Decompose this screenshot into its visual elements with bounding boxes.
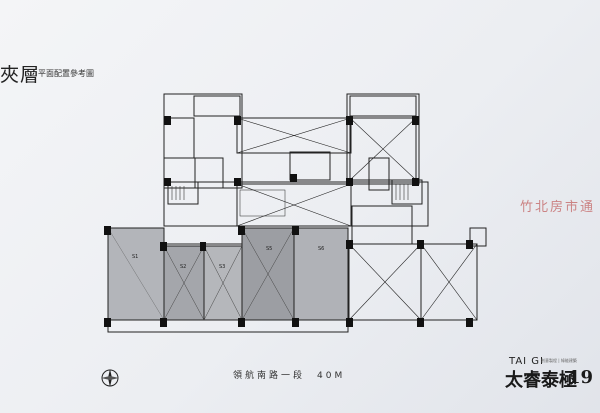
- right-stairwell: [391, 179, 423, 205]
- unit-label-s6: S6: [318, 246, 324, 252]
- right-tower-block: [346, 93, 420, 185]
- unit-label-s1: S1: [132, 254, 138, 260]
- center-upper-block: [236, 117, 352, 154]
- brand-tagline: 創意製程 | 綠能建築: [541, 358, 577, 363]
- page-subtitle: 平面配置參考圖: [38, 69, 94, 78]
- left-stairwell: [167, 181, 199, 205]
- brand-number: 19: [568, 367, 594, 388]
- watermark-text: 竹北房市通: [520, 200, 596, 215]
- right-void-2: [420, 243, 478, 321]
- unit-label-s3: S3: [219, 264, 225, 270]
- unit-label-s2: S2: [180, 264, 186, 270]
- page-title: 夾層: [0, 64, 41, 86]
- brand-english: TAI GI: [509, 356, 544, 367]
- unit-s6: [293, 227, 349, 321]
- road-label: 領航南路一段 40M: [233, 371, 346, 381]
- brand-chinese: 太睿泰極: [505, 370, 577, 391]
- compass-icon: [101, 369, 119, 387]
- left-tower-block: [163, 93, 243, 189]
- unit-label-s5: S5: [266, 246, 272, 252]
